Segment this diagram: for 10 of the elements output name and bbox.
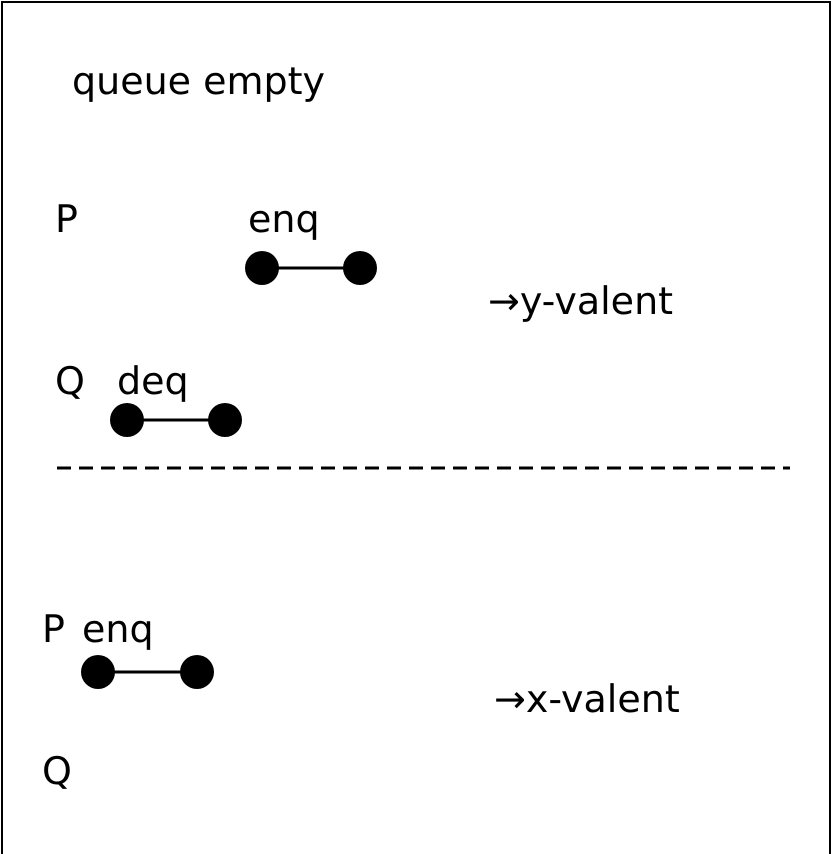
outcome-label: →y-valent — [488, 282, 674, 320]
operation-label: enq — [82, 610, 154, 648]
process-label: Q — [42, 752, 72, 790]
process-label: Q — [55, 362, 85, 400]
outcome-label: →x-valent — [494, 680, 680, 718]
process-label: P — [42, 610, 65, 648]
operation-label: deq — [117, 362, 189, 400]
operation-label: enq — [248, 200, 320, 238]
state-label: queue empty — [72, 62, 326, 100]
process-label: P — [55, 200, 78, 238]
